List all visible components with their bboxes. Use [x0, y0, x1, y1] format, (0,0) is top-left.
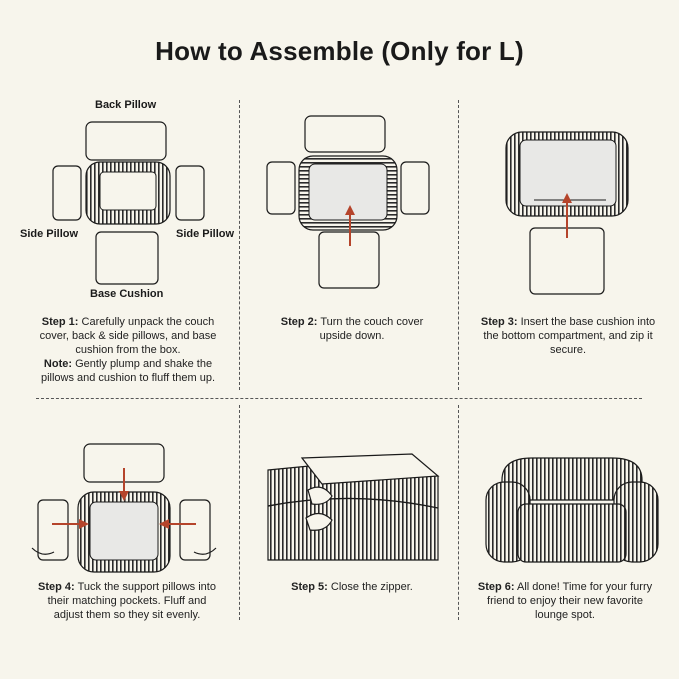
step6-illustration: [485, 457, 659, 563]
step2-caption: Step 2: Turn the couch cover upside down…: [272, 315, 432, 343]
step1-note-label: Note:: [43, 358, 73, 370]
label-side-pillow-left: Side Pillow: [20, 228, 79, 240]
step1-caption: Step 1: Carefully unpack the couch cover…: [30, 315, 226, 385]
divider-vertical-4: [458, 405, 459, 620]
step5-label: Step 5:: [291, 581, 328, 593]
label-back-pillow: Back Pillow: [95, 99, 157, 111]
side-pillow-left-shape: [52, 165, 82, 221]
divider-vertical-2: [458, 100, 459, 390]
step4-label: Step 4:: [38, 581, 75, 593]
side-pillow-right-shape: [175, 165, 205, 221]
divider-vertical-3: [239, 405, 240, 620]
step6-caption: Step 6: All done! Time for your furry fr…: [474, 580, 656, 622]
step4-illustration: [31, 443, 217, 573]
base-cushion-shape: [95, 231, 159, 285]
step5-illustration: [267, 453, 440, 561]
step2-text: Turn the couch cover upside down.: [319, 316, 424, 342]
step5-caption: Step 5: Close the zipper.: [272, 580, 432, 594]
step4-text: Tuck the support pillows into their matc…: [47, 581, 216, 621]
step3-text: Insert the base cushion into the bottom …: [483, 316, 656, 356]
step1-note-text: Gently plump and shake the pillows and c…: [40, 358, 216, 384]
step1-illustration: [52, 121, 205, 285]
step6-label: Step 6:: [477, 581, 515, 593]
step6-text: All done! Time for your furry friend to …: [487, 581, 653, 621]
step1-text: Carefully unpack the couch cover, back &…: [39, 316, 217, 356]
step3-caption: Step 3: Insert the base cushion into the…: [478, 315, 658, 357]
label-side-pillow-right: Side Pillow: [176, 228, 235, 240]
page-title: How to Assemble (Only for L): [155, 36, 524, 66]
step2-illustration: [266, 115, 430, 289]
step4-caption: Step 4: Tuck the support pillows into th…: [32, 580, 222, 622]
step2-label: Step 2:: [280, 316, 318, 328]
divider-horizontal: [36, 398, 642, 399]
divider-vertical-1: [239, 100, 240, 390]
step3-illustration: [505, 131, 629, 295]
step3-label: Step 3:: [480, 316, 518, 328]
step1-label: Step 1:: [41, 316, 79, 328]
back-pillow-shape: [85, 121, 167, 161]
step5-text: Close the zipper.: [330, 581, 413, 593]
label-base-cushion: Base Cushion: [90, 288, 164, 300]
